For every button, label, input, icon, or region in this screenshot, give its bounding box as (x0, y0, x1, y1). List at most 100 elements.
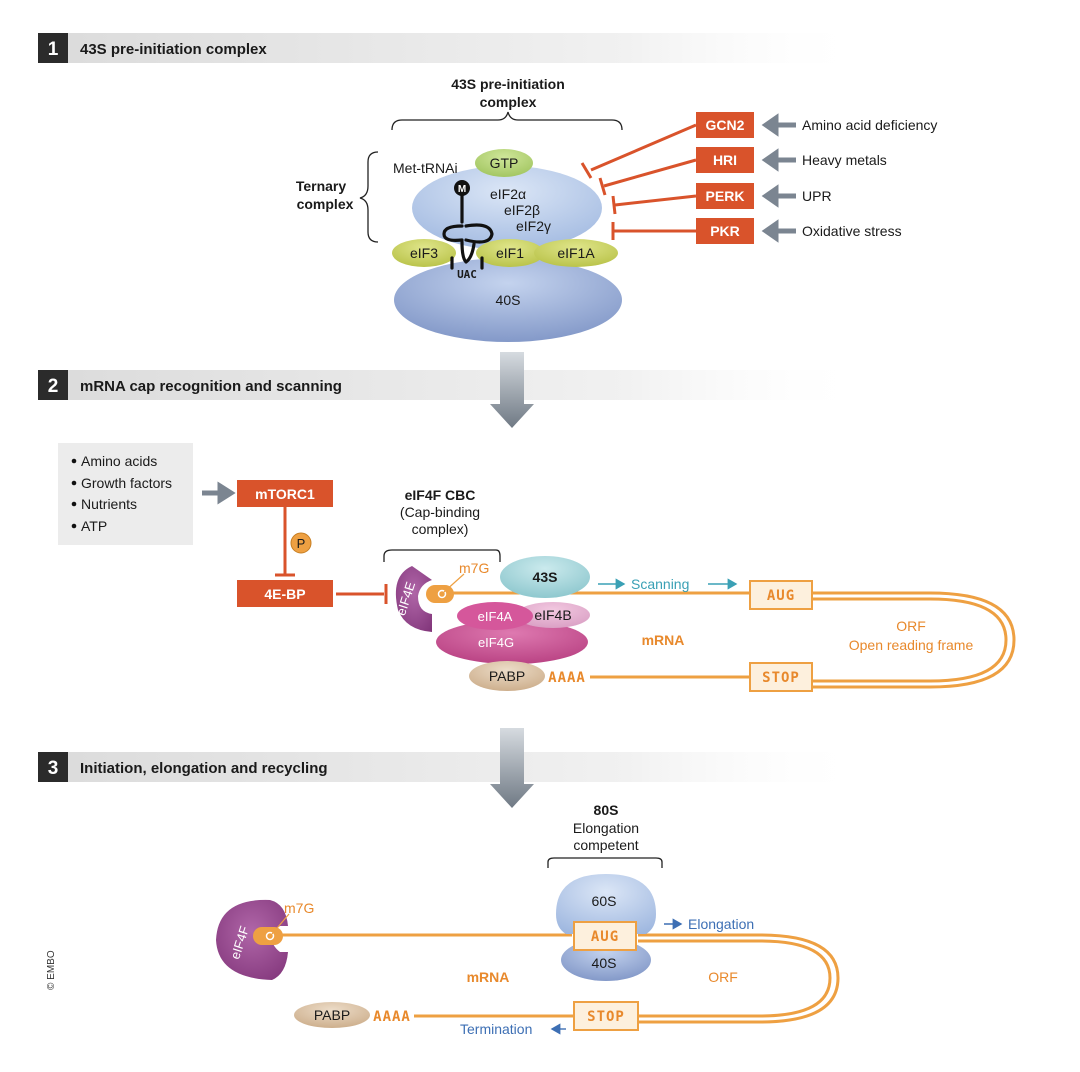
ribosome-60s-subunit (556, 874, 656, 934)
stimulus-gcn2: Amino acid deficiency (802, 117, 937, 133)
label-aug-80s: AUG (591, 929, 619, 945)
cbc-subtitle-line2: complex) (412, 521, 469, 537)
complex-title-line2: complex (480, 94, 537, 110)
label-scanning: Scanning (631, 576, 689, 592)
eif4f-cap-complex (216, 899, 288, 980)
label-anticodon: UAC (457, 268, 477, 281)
input-amino-acids: Amino acids (81, 453, 157, 469)
m7g-pointer (443, 573, 465, 593)
bullet-icon (71, 501, 77, 507)
methionine-circle (454, 180, 470, 196)
stimulus-pkr: Oxidative stress (802, 223, 902, 239)
label-80s: 80S (594, 802, 619, 818)
kinase-hri-label: HRI (713, 152, 737, 168)
eif1a-factor (534, 239, 618, 267)
kinase-gcn2: GCN2 Amino acid deficiency (696, 112, 937, 138)
mtorc1-box (237, 480, 333, 507)
arrow-to-mtorc1 (202, 481, 236, 505)
label-methionine: M (458, 184, 466, 195)
bullet-icon (71, 480, 77, 486)
transition-arrow-1 (490, 352, 534, 428)
cbc-subtitle-line1: (Cap-binding (400, 504, 480, 520)
gtp-molecule (475, 149, 533, 177)
ribosome-40s-subunit (394, 258, 622, 342)
label-mrna-80s: mRNA (467, 969, 510, 985)
kinase-perk: PERK UPR (696, 183, 832, 209)
ribosome-43s (500, 556, 590, 598)
section-3-number: 3 (48, 758, 59, 779)
kinase-pkr: PKR Oxidative stress (696, 218, 902, 244)
transition-arrow-2 (490, 728, 534, 808)
section-3-header: 3 Initiation, elongation and recycling (38, 752, 868, 782)
complex-title-line1: 43S pre-initiation (451, 76, 565, 92)
m7g-pointer-80s (271, 913, 290, 935)
m7g-cap (426, 585, 454, 603)
m7g-cap-80s (253, 927, 283, 945)
arrow-gcn2 (761, 113, 796, 137)
aug-codon-box-80s (573, 921, 637, 951)
ternary-brace (359, 151, 379, 243)
pabp-protein-80s (294, 1002, 370, 1028)
bullet-icon (71, 523, 77, 529)
label-eif1: eIF1 (496, 245, 524, 261)
ternary-label-line2: complex (297, 196, 354, 212)
elongation-competent-line2: competent (573, 837, 638, 853)
label-eif4g: eIF4G (478, 635, 514, 650)
arrow-perk (761, 184, 796, 208)
input-nutrients: Nutrients (81, 496, 137, 512)
kinase-pkr-label: PKR (710, 223, 740, 239)
label-4ebp: 4E-BP (264, 586, 305, 602)
eif4e-cap-binder (395, 566, 432, 632)
arrow-hri (761, 148, 796, 172)
section-2-title: mRNA cap recognition and scanning (80, 378, 342, 395)
mrna-strand-panel2 (440, 591, 1016, 689)
section-2-header: 2 mRNA cap recognition and scanning (38, 370, 868, 400)
label-pabp-80s: PABP (314, 1007, 350, 1023)
arrow-pkr (761, 219, 796, 243)
label-eif1a: eIF1A (557, 245, 595, 261)
label-43s: 43S (533, 569, 558, 585)
80s-bracket (547, 857, 663, 868)
label-termination: Termination (460, 1021, 532, 1037)
trna-cloverleaf (442, 192, 494, 270)
inputs-box (58, 443, 193, 545)
cbc-bracket (383, 549, 501, 562)
aug-codon-box (749, 580, 813, 610)
input-atp: ATP (81, 518, 107, 534)
elongation-competent-line1: Elongation (573, 820, 639, 836)
kinase-perk-label: PERK (706, 188, 745, 204)
label-eif4b: eIF4B (534, 607, 571, 623)
label-pabp: PABP (489, 668, 525, 684)
kinase-hri: HRI Heavy metals (696, 147, 887, 173)
eif3-factor (392, 239, 456, 267)
label-mtorc1: mTORC1 (255, 486, 315, 502)
4ebp-box (237, 580, 333, 607)
label-stop-80s: STOP (587, 1009, 625, 1025)
kinase-gcn2-label: GCN2 (706, 117, 745, 133)
input-growth-factors: Growth factors (81, 475, 172, 491)
cbc-title: eIF4F CBC (405, 487, 476, 503)
stop-codon-box-80s (573, 1001, 639, 1031)
ternary-label-line1: Ternary (296, 178, 347, 194)
label-eif2b: eIF2β (504, 202, 540, 218)
phosphate-icon (290, 532, 312, 554)
eif4a-factor (457, 602, 533, 630)
label-phosphate: P (297, 536, 306, 551)
label-gtp: GTP (490, 155, 519, 171)
copyright-embo: © EMBO (46, 950, 57, 990)
label-open-reading-frame: Open reading frame (849, 637, 974, 653)
label-m7g: m7G (459, 560, 489, 576)
panel-2: Amino acids Growth factors Nutrients ATP… (58, 443, 1016, 692)
label-polya-80s: AAAA (373, 1009, 411, 1025)
label-mrna: mRNA (642, 632, 685, 648)
section-1-header: 1 43S pre-initiation complex (38, 33, 868, 63)
label-eif4a: eIF4A (478, 609, 513, 624)
label-40s: 40S (496, 292, 521, 308)
label-60s: 60S (592, 893, 617, 909)
stimulus-perk: UPR (802, 188, 832, 204)
label-m7g-80s: m7G (284, 900, 314, 916)
label-eif3: eIF3 (410, 245, 438, 261)
section-3-title: Initiation, elongation and recycling (80, 760, 328, 777)
label-eif2g: eIF2γ (516, 218, 551, 234)
label-orf-80s: ORF (708, 969, 738, 985)
